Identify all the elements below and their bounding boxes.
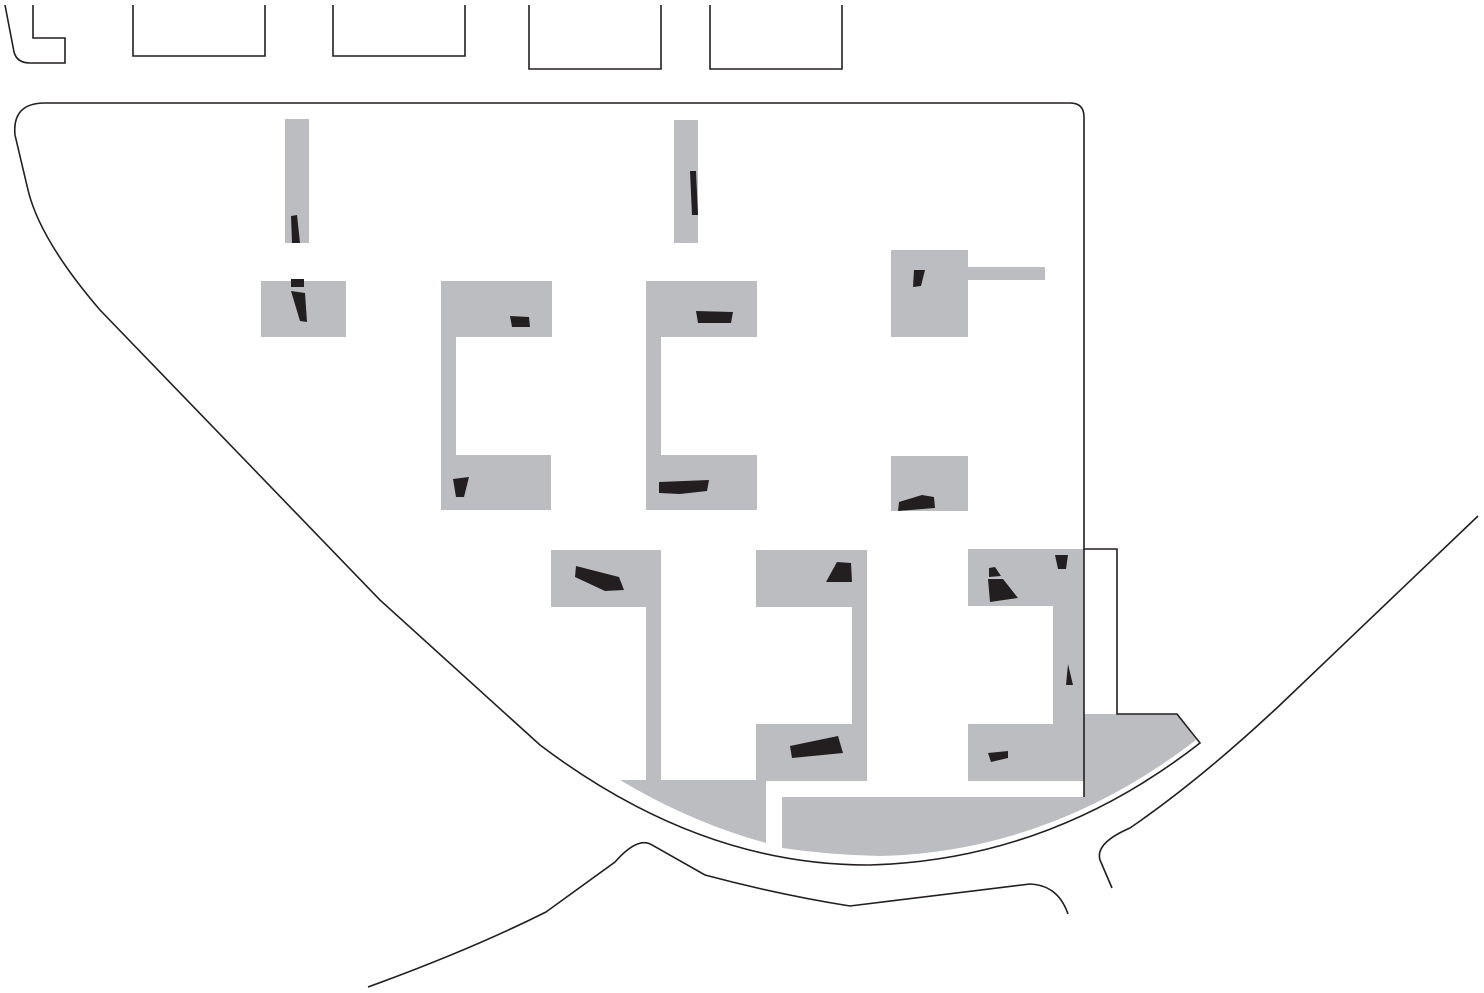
neighbor-building-5: [709, 5, 843, 70]
podium-left: [620, 780, 766, 843]
site-lines: [14, 102, 1479, 988]
buildings: [261, 119, 1196, 856]
neighbor-building-2: [132, 5, 266, 57]
core: [453, 477, 469, 497]
building-l-1: [551, 550, 661, 781]
core: [989, 567, 1001, 577]
site-boundary: [14, 102, 1202, 866]
podium-right: [782, 714, 1196, 856]
cores: [291, 171, 1073, 762]
core: [575, 566, 624, 591]
core: [826, 562, 852, 582]
core: [988, 751, 1008, 762]
core: [898, 495, 935, 511]
core: [291, 279, 304, 287]
core: [696, 311, 733, 323]
building-c-3: [756, 550, 867, 781]
core: [659, 480, 709, 494]
neighbor-building-1: [4, 4, 66, 64]
core: [790, 736, 843, 758]
building-square-1: [891, 250, 1045, 337]
core: [913, 270, 925, 287]
core: [988, 579, 1018, 602]
core: [1055, 555, 1068, 569]
neighbor-building-4: [528, 5, 662, 70]
building-c-2: [646, 281, 757, 510]
neighbor-building-3: [332, 5, 466, 57]
neighboring-buildings: [4, 4, 843, 70]
building-c-4: [968, 549, 1084, 781]
core: [1066, 664, 1073, 685]
road-right: [1098, 515, 1479, 889]
core: [291, 291, 307, 322]
core: [510, 316, 530, 327]
building-c-1: [441, 281, 552, 510]
core: [291, 215, 300, 243]
core: [690, 171, 698, 215]
road-bottom: [367, 841, 1069, 988]
